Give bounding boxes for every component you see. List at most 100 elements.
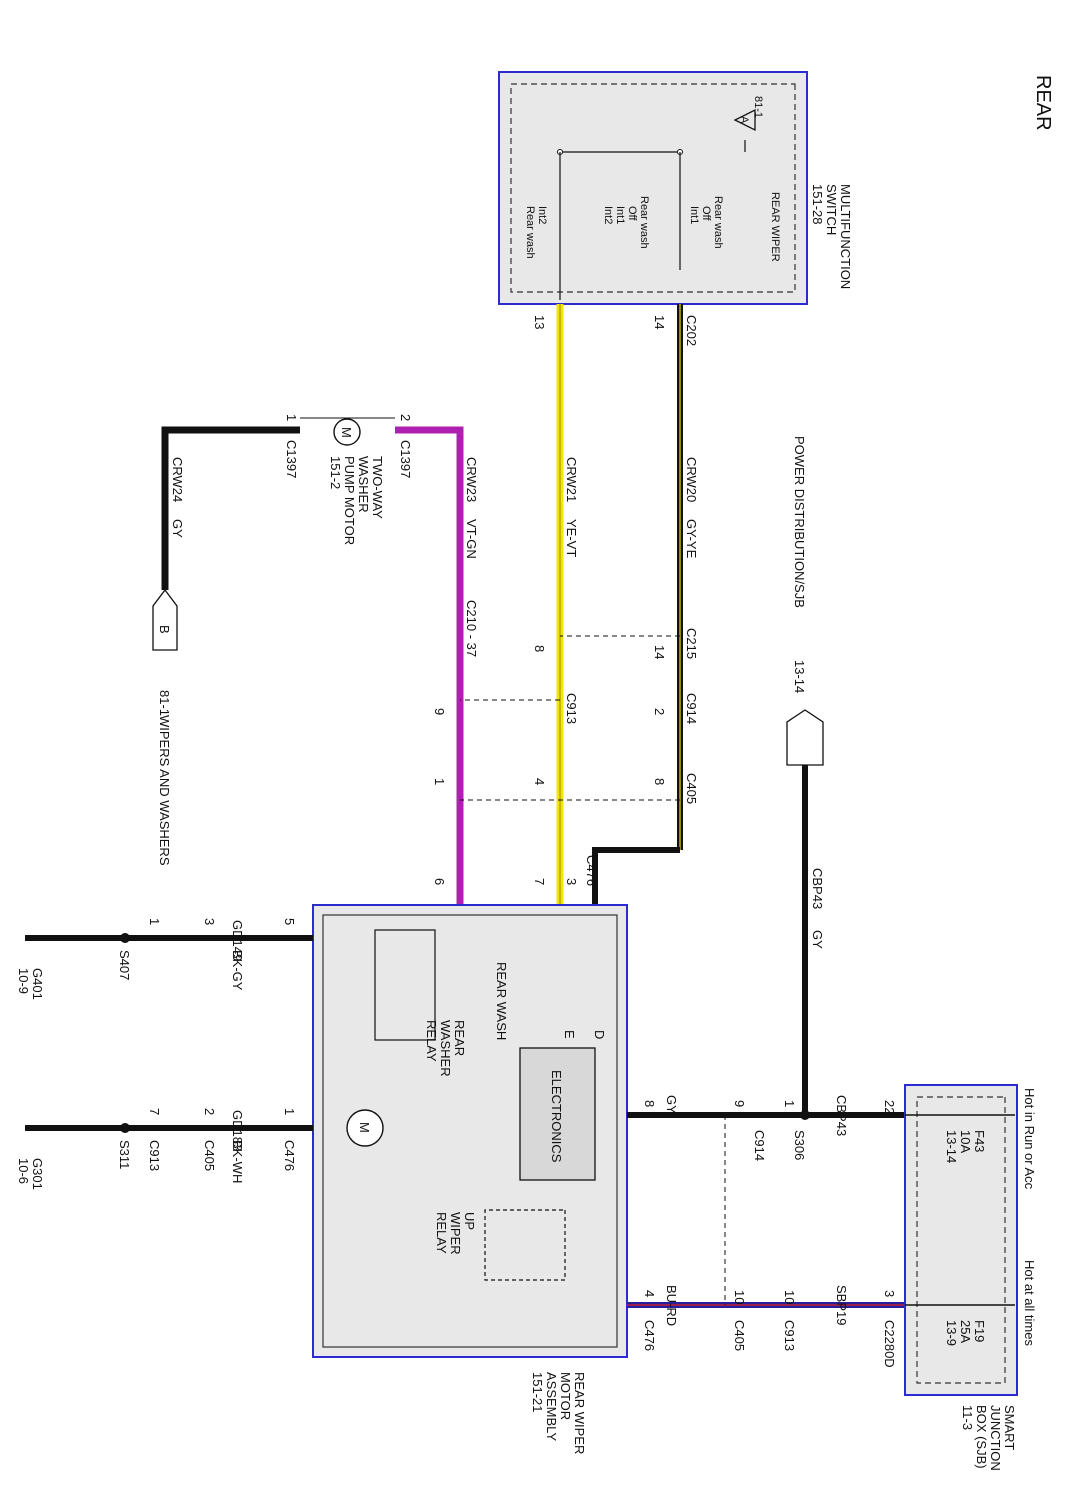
conn-c476-pin-b: 7 [532, 878, 547, 885]
wiper-relay-label-2: WIPER [448, 1212, 463, 1255]
switch-name-1: MULTIFUNCTION [838, 184, 853, 289]
washer-relay-label-3: RELAY [424, 1020, 439, 1062]
electronics-block [519, 1047, 596, 1181]
conn-c913-pin-a: 9 [432, 708, 447, 715]
pump-motor-name-1: TWO-WAY [370, 456, 385, 519]
ground-pin-1b: 3 [202, 918, 217, 925]
pump-motor-pin-b: 1 [284, 414, 299, 421]
switch-ref-letter: A [738, 116, 750, 124]
sbp19-conn-1: C476 [642, 1320, 657, 1351]
conn-c405-pin-a: 8 [652, 778, 667, 785]
wipers-ref-label: WIPERS AND WASHERS [157, 715, 172, 866]
ground-ref-1: 10-9 [16, 968, 31, 994]
wiper-relay-label-3: RELAY [434, 1212, 449, 1254]
wipers-ref-ref: 81-1 [157, 690, 172, 716]
switch-left-pos-4: Int2 [602, 206, 614, 224]
sjb-name-2: JUNCTION [988, 1405, 1003, 1471]
fuse-a-ref: 13-14 [944, 1130, 959, 1163]
ground-conn-3: C913 [147, 1140, 162, 1171]
cbp43-conn-1: C914 [752, 1130, 767, 1161]
switch-left-pos-2: Off [626, 206, 638, 221]
wiper-relay-box [484, 1209, 566, 1281]
switch-right-pos-3: Int1 [688, 206, 700, 224]
sjb-name-1: SMART [1002, 1405, 1017, 1450]
sbp19-pin-3: 10 [782, 1290, 797, 1304]
conn-c215-pin-a: 14 [652, 645, 667, 659]
motor-m: M [357, 1122, 372, 1133]
conn-c914: C914 [684, 693, 699, 724]
ground-circuit-1: GD149 [230, 920, 245, 961]
pin-e: E [562, 1030, 577, 1039]
pump-motor-symbol [333, 418, 361, 446]
pump-motor-name-2: WASHER [356, 456, 371, 513]
fuse-b-rating: 25A [958, 1320, 973, 1343]
conn-c202-pin-a: 14 [652, 315, 667, 329]
washer-relay-label-2: WASHER [438, 1020, 453, 1077]
switch-name-3: 151-28 [810, 184, 825, 224]
ground-pin-1a: 5 [282, 918, 297, 925]
fuse-a-id: F43 [972, 1130, 987, 1152]
power-distribution-flag [786, 709, 824, 766]
ground-circuit-2: GD183 [230, 1110, 245, 1151]
sbp19-pin-2: 10 [732, 1290, 747, 1304]
pump-motor-conn-b: C1397 [284, 440, 299, 478]
label-crw24: CRW24 [170, 457, 185, 502]
motor-assembly-name-2: MOTOR [558, 1372, 573, 1420]
label-cbp43-vertical: CBP43 [810, 868, 825, 909]
label-crw23: CRW23 [464, 457, 479, 502]
electronics-label: ELECTRONICS [549, 1070, 564, 1163]
switch-right-pos-1: Rear wash [712, 196, 724, 249]
pump-motor-name-4: 151-2 [328, 456, 343, 489]
cbp43-pin-1: 8 [642, 1100, 657, 1107]
page-label: REAR [1032, 75, 1054, 131]
pin-d: D [592, 1030, 607, 1039]
sjb-box [904, 1084, 1018, 1396]
wipers-ref-flag [152, 588, 178, 651]
multifunction-switch-box [498, 71, 808, 305]
ground-ref-2: 10-6 [16, 1158, 31, 1184]
label-crw20-color: GY-YE [684, 519, 699, 559]
pump-motor-pin-a: 2 [398, 414, 413, 421]
pump-motor-conn-a: C1397 [398, 440, 413, 478]
fuse-b-ref: 13-9 [944, 1320, 959, 1346]
pump-motor-name-3: PUMP MOTOR [342, 456, 357, 545]
conn-c914-pin-a: 2 [652, 708, 667, 715]
splice-label-2: S311 [117, 1140, 132, 1169]
conn-c476-pin-c: 6 [432, 878, 447, 885]
pump-motor-m: M [339, 427, 354, 438]
conn-c202: C202 [684, 315, 699, 346]
switch-name-2: SWITCH [824, 184, 839, 235]
ground-conn-1: C476 [282, 1140, 297, 1171]
sjb-name-3: BOX (SJB) [974, 1405, 989, 1469]
cbp43-pin-4: 22 [882, 1100, 897, 1114]
ground-color-1: BK-GY [230, 950, 245, 991]
label-crw21-color: YE-VT [564, 519, 579, 557]
label-crw20: CRW20 [684, 457, 699, 502]
ground-color-2: BK-WH [230, 1140, 245, 1183]
switch-left-pos-1: Rear wash [638, 196, 650, 249]
ground-pin-2b: 2 [202, 1108, 217, 1115]
rear-wash-label: REAR WASH [494, 962, 509, 1040]
conn-c215-pin-b: 8 [532, 645, 547, 652]
sbp19-pin-4: 3 [882, 1290, 897, 1297]
sbp19-pin-1: 4 [642, 1290, 657, 1297]
wiper-relay-label-1: UP [462, 1212, 477, 1230]
sbp19-color: BU-RD [664, 1285, 679, 1326]
sbp19-conn-4: C2280D [882, 1320, 897, 1368]
conn-c202-pin-b: 13 [532, 315, 547, 329]
power-distribution-ref: 13-14 [792, 660, 807, 693]
power-distribution-label: POWER DISTRIBUTION/SJB [792, 436, 807, 608]
switch-left-pos-3: Int1 [614, 206, 626, 224]
sbp19-conn-3: C913 [782, 1320, 797, 1351]
ground-pin-2a: 1 [282, 1108, 297, 1115]
conn-c476-pin-a: 3 [564, 878, 579, 885]
washer-relay-label-1: REAR [452, 1020, 467, 1056]
switch-sub-label: REAR WIPER [769, 192, 781, 262]
cbp43-pin-2: 9 [732, 1100, 747, 1107]
splice-s407 [120, 933, 130, 943]
splice-s306 [800, 1110, 810, 1120]
label-crw24-color: GY [170, 519, 185, 538]
washer-relay-box [374, 929, 436, 1041]
splice-s311 [120, 1123, 130, 1133]
cbp43-conn-2: S306 [792, 1130, 807, 1160]
